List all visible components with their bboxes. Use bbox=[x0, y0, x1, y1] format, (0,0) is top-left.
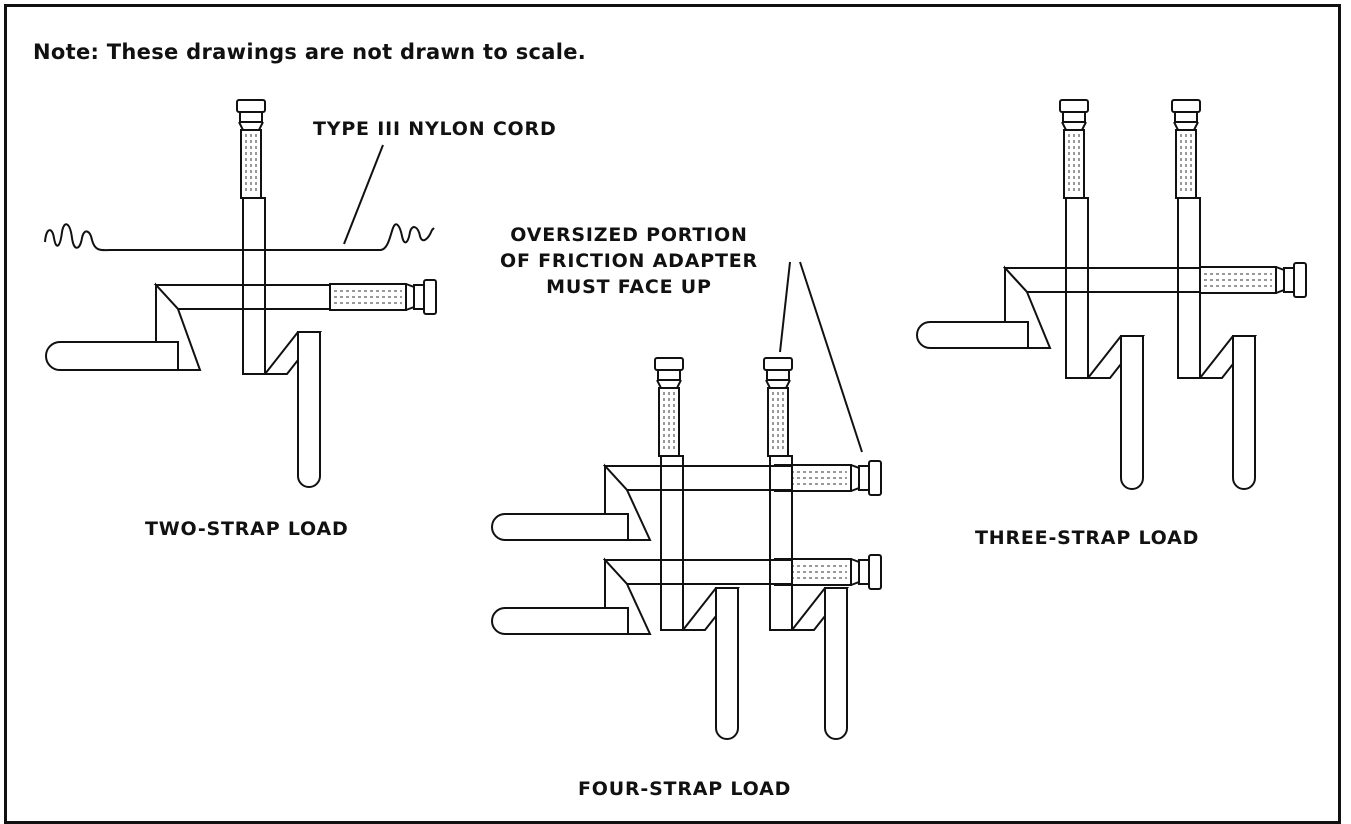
callout-line-2: OF FRICTION ADAPTER bbox=[500, 250, 758, 272]
three-strap-left-buckle bbox=[1059, 99, 1089, 199]
two-strap-tail-left bbox=[45, 341, 179, 371]
three-strap-horizontal-buckle bbox=[1199, 262, 1307, 298]
nylon-cord-label: TYPE III NYLON CORD bbox=[313, 118, 557, 140]
three-strap-caption: THREE-STRAP LOAD bbox=[975, 527, 1200, 549]
callout-leader-left bbox=[779, 261, 791, 353]
four-strap-right-buckle bbox=[763, 357, 793, 457]
two-strap-tail-down bbox=[297, 331, 321, 488]
two-strap-horizontal-buckle bbox=[329, 279, 437, 315]
callout-line-3: MUST FACE UP bbox=[546, 276, 712, 298]
three-strap-right-buckle bbox=[1171, 99, 1201, 199]
four-strap-left-buckle bbox=[654, 357, 684, 457]
nylon-cord bbox=[44, 223, 435, 252]
callout-line-1: OVERSIZED PORTION bbox=[510, 224, 748, 246]
friction-adapter-callout: OVERSIZED PORTION OF FRICTION ADAPTER MU… bbox=[500, 222, 758, 300]
two-strap-vertical-buckle bbox=[236, 99, 266, 199]
callout-leader-right bbox=[799, 261, 863, 453]
two-strap-drawing bbox=[44, 99, 437, 488]
cord-leader-line bbox=[343, 144, 384, 245]
scale-note: Note: These drawings are not drawn to sc… bbox=[33, 40, 587, 64]
three-strap-drawing bbox=[916, 99, 1307, 490]
two-strap-caption: TWO-STRAP LOAD bbox=[145, 518, 349, 540]
four-strap-caption: FOUR-STRAP LOAD bbox=[578, 778, 792, 800]
four-strap-drawing bbox=[491, 261, 882, 740]
